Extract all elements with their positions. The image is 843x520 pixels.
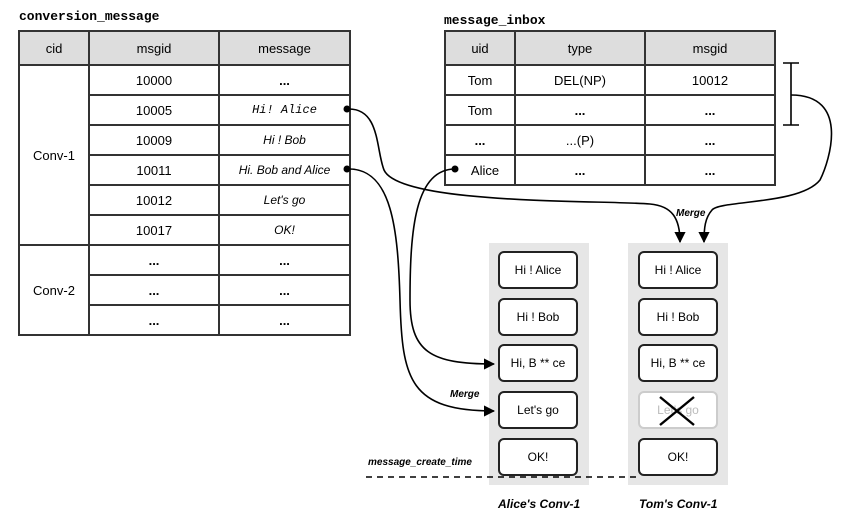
message-cell: Hi! Alice <box>218 94 351 126</box>
msgid-cell: ... <box>88 304 220 336</box>
msgid-cell: ... <box>644 154 776 186</box>
merge-label-left: Merge <box>450 389 480 400</box>
cid-cell: Conv-1 <box>18 64 90 246</box>
message-cell: Hi ! Bob <box>218 124 351 156</box>
table-header-row: cid msgid message <box>18 30 351 66</box>
type-cell: ... <box>514 154 646 186</box>
table-header-row: uid type msgid <box>444 30 776 66</box>
cid-cell: Conv-2 <box>18 244 90 336</box>
table-row: Alice ... ... <box>444 154 776 186</box>
tom-conv-caption: Tom's Conv-1 <box>639 497 718 511</box>
tom-message-box[interactable]: Hi, B ** ce <box>638 344 718 382</box>
message-cell: ... <box>218 64 351 96</box>
alice-message-box[interactable]: Hi ! Bob <box>498 298 578 336</box>
tom-message-box[interactable]: OK! <box>638 438 718 476</box>
conversion-message-title: conversion_message <box>19 9 160 24</box>
message-cell: Let's go <box>218 184 351 216</box>
alice-message-box[interactable]: Hi, B ** ce <box>498 344 578 382</box>
type-cell: DEL(NP) <box>514 64 646 96</box>
uid-cell: Tom <box>444 64 516 96</box>
table-row: 10005 Hi! Alice <box>19 94 351 126</box>
msgid-cell: 10012 <box>88 184 220 216</box>
header-msgid: msgid <box>88 30 220 66</box>
merge-label-top: Merge <box>676 208 706 219</box>
type-cell: ...(P) <box>514 124 646 156</box>
uid-cell: ... <box>444 124 516 156</box>
header-uid: uid <box>444 30 516 66</box>
alice-message-box[interactable]: Hi ! Alice <box>498 251 578 289</box>
msgid-cell: ... <box>644 94 776 126</box>
alice-conv-caption: Alice's Conv-1 <box>498 497 581 511</box>
message-inbox-table: uid type msgid Tom DEL(NP) 10012 Tom ...… <box>444 30 776 186</box>
tom-message-box-deleted[interactable]: Let's go <box>638 391 718 429</box>
type-cell: ... <box>514 94 646 126</box>
uid-cell: Tom <box>444 94 516 126</box>
table-row: 10012 Let's go <box>19 184 351 216</box>
uid-cell: Alice <box>444 154 516 186</box>
connector-hi-bob-alice <box>348 168 496 417</box>
msgid-cell: 10009 <box>88 124 220 156</box>
message-inbox-title: message_inbox <box>444 13 546 28</box>
alice-message-box[interactable]: OK! <box>498 438 578 476</box>
table-row: Conv-1 10000 ... <box>18 64 351 246</box>
message-cell: ... <box>218 274 351 306</box>
header-type: type <box>514 30 646 66</box>
timeline-label: message_create_time <box>368 457 472 468</box>
message-cell: OK! <box>218 214 351 246</box>
msgid-cell: 10012 <box>644 64 776 96</box>
connector-alice-inbox <box>409 168 496 370</box>
table-row: Tom ... ... <box>444 94 776 126</box>
msgid-cell: 10011 <box>88 154 220 186</box>
header-message: message <box>218 30 351 66</box>
tom-message-box[interactable]: Hi ! Alice <box>638 251 718 289</box>
msgid-cell: 10000 <box>88 64 220 96</box>
header-msgid: msgid <box>644 30 776 66</box>
tom-rows-bracket <box>783 62 799 126</box>
table-row: 10017 OK! <box>19 214 351 246</box>
alice-message-box[interactable]: Let's go <box>498 391 578 429</box>
table-row: 10009 Hi ! Bob <box>19 124 351 156</box>
msgid-cell: ... <box>644 124 776 156</box>
table-row: ... ...(P) ... <box>444 124 776 156</box>
message-cell: Hi. Bob and Alice <box>218 154 351 186</box>
table-row: Tom DEL(NP) 10012 <box>444 64 776 96</box>
table-row: ... ... <box>19 274 351 306</box>
msgid-cell: 10005 <box>88 94 220 126</box>
message-cell: ... <box>218 244 351 276</box>
table-row: 10011 Hi. Bob and Alice <box>19 154 351 186</box>
table-row: Conv-2 ... ... <box>18 244 351 336</box>
msgid-cell: ... <box>88 274 220 306</box>
header-cid: cid <box>18 30 90 66</box>
tom-message-box[interactable]: Hi ! Bob <box>638 298 718 336</box>
msgid-cell: 10017 <box>88 214 220 246</box>
msgid-cell: ... <box>88 244 220 276</box>
message-cell: ... <box>218 304 351 336</box>
conversion-message-table: cid msgid message Conv-1 10000 ... 10005… <box>18 30 351 336</box>
